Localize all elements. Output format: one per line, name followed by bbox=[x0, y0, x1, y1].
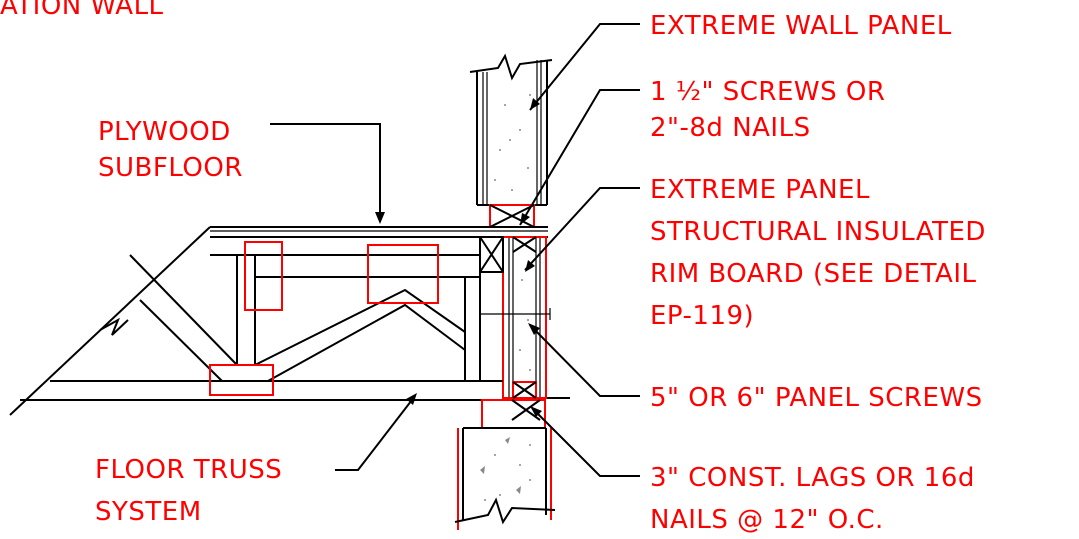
rim-label-line2: STRUCTURAL INSULATED bbox=[650, 217, 986, 247]
sip-rim-board bbox=[502, 237, 570, 399]
screws-label-line1: 1 ½" SCREWS OR bbox=[650, 77, 885, 107]
truss-gusset-plates bbox=[209, 241, 439, 396]
rim-bottom-plate bbox=[512, 381, 537, 399]
plywood-subfloor bbox=[210, 226, 548, 238]
leader-lines bbox=[270, 23, 640, 477]
extreme-wall-panel-label: EXTREME WALL PANEL bbox=[650, 11, 952, 41]
plywood-label-line2: SUBFLOOR bbox=[98, 153, 243, 183]
panel-screws-label: 5" OR 6" PANEL SCREWS bbox=[650, 383, 983, 413]
foundation-wall bbox=[454, 399, 556, 530]
top-cut-label: ATION WALL bbox=[0, 0, 164, 21]
plywood-label-line1: PLYWOOD bbox=[98, 117, 231, 147]
screws-label-line2: 2"-8d NAILS bbox=[650, 113, 811, 143]
lags-label-line1: 3" CONST. LAGS OR 16d bbox=[650, 463, 975, 493]
rim-label-line3: RIM BOARD (SEE DETAIL bbox=[650, 259, 976, 289]
truss-label-line2: SYSTEM bbox=[95, 497, 202, 527]
floor-truss bbox=[9, 226, 551, 416]
rim-label-line1: EXTREME PANEL bbox=[650, 175, 870, 205]
truss-label-line1: FLOOR TRUSS bbox=[95, 455, 282, 485]
extreme-wall-panel bbox=[469, 53, 553, 206]
rim-label-line4: EP-119) bbox=[650, 301, 754, 331]
lags-label-line2: NAILS @ 12" O.C. bbox=[650, 505, 884, 535]
